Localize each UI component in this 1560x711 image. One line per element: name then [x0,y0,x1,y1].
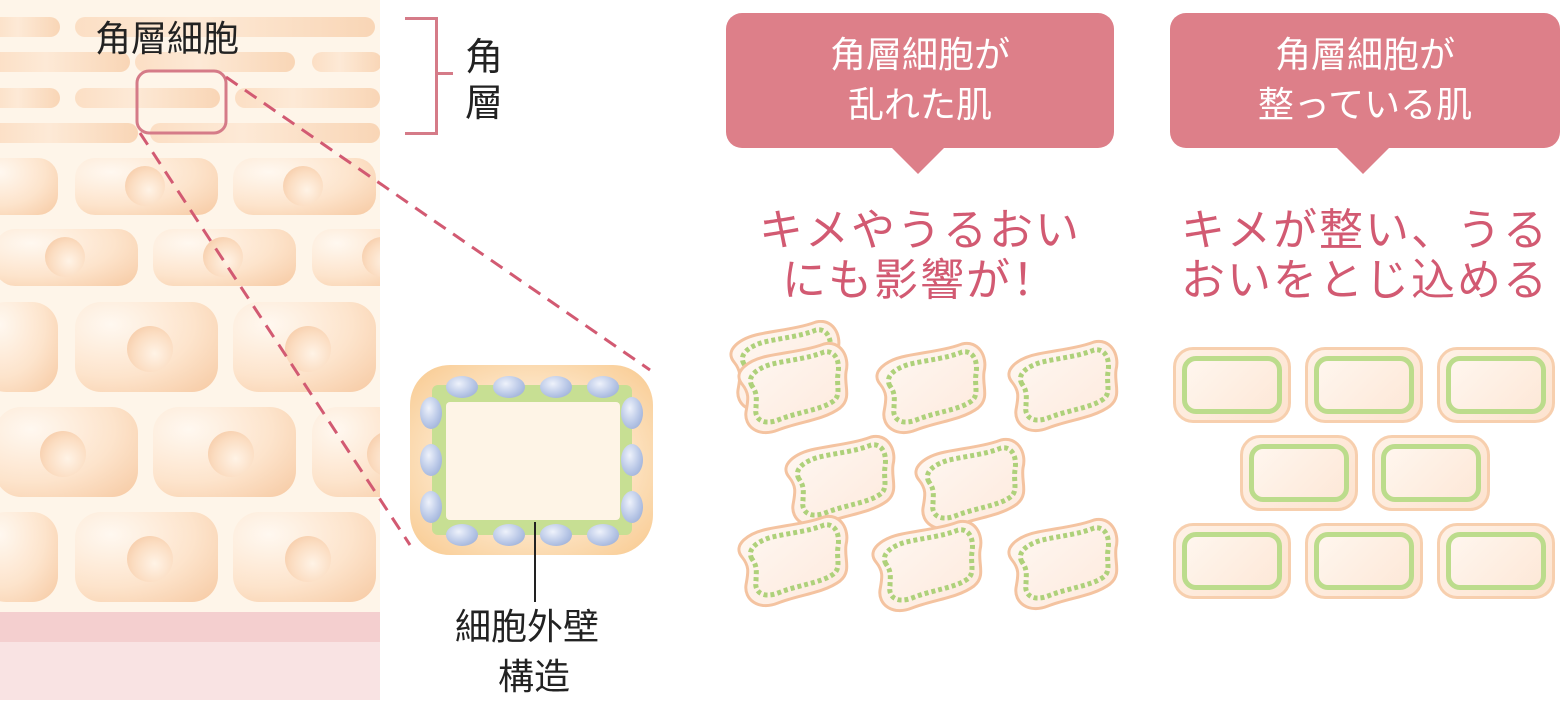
disordered-cell [873,521,981,610]
lipid-bead [420,397,442,429]
ordered-cell [1305,347,1423,423]
skin-cell [75,512,218,602]
skin-cell [75,158,218,215]
skin-cell [233,512,376,602]
corneocyte-strip [0,88,60,108]
ordered-cell [1437,523,1555,599]
bubble-tail [1336,147,1390,174]
corneocyte-strip [235,88,380,108]
lipid-bead [587,376,619,398]
lipid-bead [420,444,442,476]
lipid-bead [540,376,572,398]
magnifier-box [135,69,228,135]
bubble-tail [891,147,945,174]
ordered-cell [1437,347,1555,423]
bubble-line-1: 角層細胞が [1274,34,1455,76]
cell-wall-label-1: 細胞外壁 [455,607,600,648]
zoom-guide-lines [135,69,651,546]
corneocyte-strip [75,17,375,37]
lipid-bead [621,444,643,476]
ordered-caption-2: おいをとじ込める [1181,255,1549,306]
skin-cell [0,512,58,602]
disordered-cell [916,439,1024,528]
skin-cell [0,229,138,286]
disordered-cells [729,320,1140,620]
bubble-line-2: 整っている肌 [1257,84,1473,126]
disordered-cell [786,436,894,525]
skin-cross-section [0,0,380,700]
disordered-cell [1009,519,1117,608]
skin-cell [0,407,138,497]
ordered-skin-bubble: 角層細胞が 整っている肌 [1170,13,1560,148]
disordered-skin-bubble: 角層細胞が 乱れた肌 [726,13,1114,148]
stratum-corneum-bracket [405,17,438,135]
dermis-band [0,642,380,700]
skin-cell [75,302,218,392]
ordered-caption-1: キメが整い、うる [1181,205,1549,256]
skin-cell [0,158,58,215]
ordered-cell [1173,523,1291,599]
ordered-cell [1173,347,1291,423]
lipid-bead [446,524,478,546]
skin-cell [0,302,58,392]
lipid-bead [493,376,525,398]
stratum-corneum-label-1: 角 [465,35,504,79]
stratum-corneum-label-2: 層 [465,81,504,125]
disordered-cell [1009,341,1117,430]
lipid-bead [420,491,442,523]
corneocyte-strip [0,123,138,143]
disordered-caption-2: にも影響が！ [782,255,1058,306]
skin-cell [233,158,376,215]
lipid-bead [587,524,619,546]
corneocyte-strip [135,52,295,72]
ordered-cell [1305,523,1423,599]
cell-wall-label-2: 構造 [498,657,571,698]
corneocyte-label: 角層細胞 [95,19,240,60]
lipid-bead [621,491,643,523]
bubble-line-2: 乱れた肌 [847,84,992,126]
corneocyte-strip [75,88,220,108]
granular-layer-band [0,612,380,642]
corneocyte-strip [150,123,380,143]
cell-interior [446,402,620,520]
bubble-line-1: 角層細胞が [829,34,1010,76]
leader-line [534,522,536,602]
skin-cell [153,407,296,497]
disordered-caption-1: キメやうるおい [759,205,1081,256]
corneocyte-strip [0,17,60,37]
disordered-cell [739,516,847,605]
bracket-tick [435,72,453,75]
ordered-cell [1240,435,1358,511]
corneocyte-strip [0,52,130,72]
skin-cell [312,229,380,286]
lipid-bead [540,524,572,546]
lipid-bead [493,524,525,546]
disordered-cell [877,343,985,432]
corneocyte-strip [312,52,380,72]
lipid-bead [621,397,643,429]
lipid-bead [446,376,478,398]
ordered-cell [1372,435,1490,511]
